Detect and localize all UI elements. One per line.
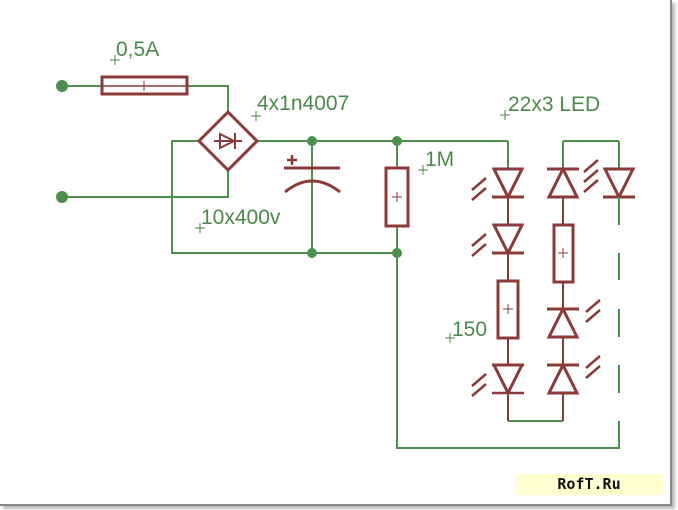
components — [100, 75, 636, 448]
led-up — [546, 299, 601, 339]
fuse-label: 0,5A — [116, 38, 159, 61]
bridge-rectifier — [196, 109, 260, 173]
led-down — [471, 223, 525, 257]
capacitor — [284, 155, 341, 194]
fuse — [100, 75, 189, 96]
led-down — [471, 167, 525, 201]
wires — [62, 85, 620, 449]
junctions — [56, 80, 402, 258]
led-down — [471, 363, 525, 397]
resistor-1m-label: 1M — [425, 148, 454, 171]
led-down — [602, 167, 636, 201]
leds-label: 22x3 LED — [508, 93, 600, 116]
junction — [392, 136, 402, 146]
capacitor-label: 10x400v — [201, 206, 281, 229]
resistor-150-label: 150 — [452, 318, 487, 341]
junction — [307, 136, 317, 146]
junction — [307, 248, 317, 258]
bridge-label: 4x1n4007 — [257, 92, 349, 115]
led-up — [546, 355, 601, 395]
resistor-col2 — [552, 223, 575, 284]
terminal-2 — [56, 191, 68, 203]
label-origins — [110, 55, 510, 343]
led-up — [546, 159, 599, 199]
resistor-1m — [384, 166, 410, 228]
watermark: RofT.Ru — [515, 474, 663, 495]
junction — [392, 248, 402, 258]
terminal-1 — [56, 80, 68, 92]
wire-paths — [62, 85, 620, 449]
resistor-150 — [496, 279, 520, 340]
